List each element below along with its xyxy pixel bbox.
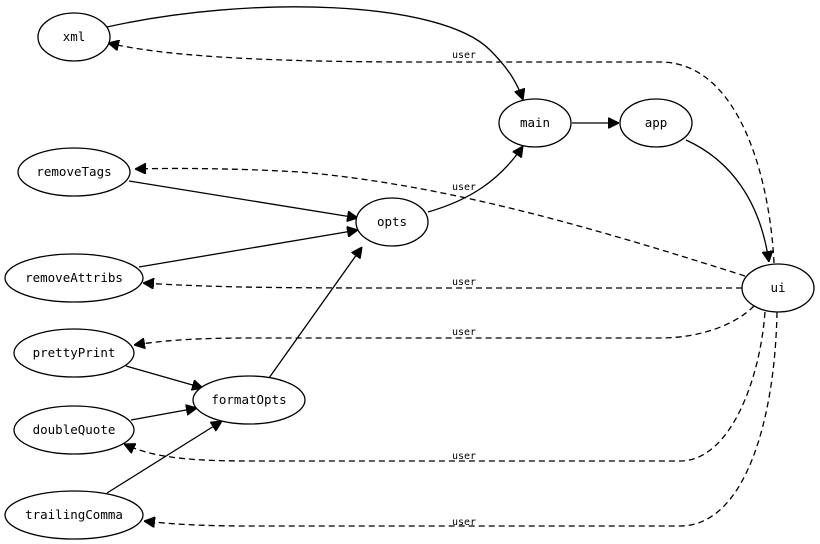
node-label-app: app (645, 115, 668, 130)
node-main: main (498, 98, 572, 148)
node-label-trailingcomma: trailingComma (25, 507, 123, 522)
edge-label-ui-xml: user (452, 50, 476, 61)
edge-app-to-ui (685, 139, 769, 262)
edge-doublequote-to-formatopts (130, 408, 197, 421)
edge-labels: user user user user user user (452, 50, 476, 528)
node-doublequote: doubleQuote (13, 405, 135, 455)
node-formatopts: formatOpts (192, 375, 306, 425)
node-label-xml: xml (63, 29, 86, 44)
node-label-main: main (520, 115, 550, 130)
edge-opts-to-main (427, 146, 523, 213)
node-removetags: removeTags (17, 147, 131, 197)
nodes: xml main app removeTags opts removeAttri… (4, 12, 815, 540)
edge-xml-to-main (106, 6, 523, 100)
node-label-opts: opts (377, 214, 407, 229)
node-app: app (619, 98, 693, 148)
node-opts: opts (355, 197, 429, 247)
edge-ui-to-removetags (135, 168, 746, 277)
node-ui: ui (741, 263, 815, 313)
edge-trailingcomma-to-formatopts (106, 421, 222, 494)
node-label-ui: ui (770, 280, 785, 295)
edge-label-opts-main: user (452, 182, 476, 193)
node-label-removetags: removeTags (36, 164, 111, 179)
edge-label-ui-doublequote: user (452, 451, 476, 462)
edge-ui-to-xml (108, 43, 775, 264)
node-label-prettyprint: prettyPrint (33, 345, 116, 360)
node-removeattribs: removeAttribs (4, 253, 144, 303)
edge-ui-to-trailingcomma (144, 311, 778, 526)
edge-removeattribs-to-opts (138, 230, 358, 268)
edge-ui-to-removeattribs (143, 283, 742, 288)
node-trailingcomma: trailingComma (4, 490, 144, 540)
edge-label-ui-removeattribs: user (452, 277, 476, 288)
edge-label-ui-prettyprint: user (452, 327, 476, 338)
node-label-removeattribs: removeAttribs (25, 270, 123, 285)
node-label-formatopts: formatOpts (211, 392, 286, 407)
node-label-doublequote: doubleQuote (33, 422, 116, 437)
edge-prettyprint-to-formatopts (125, 365, 203, 388)
node-prettyprint: prettyPrint (13, 328, 135, 378)
edges (106, 6, 778, 526)
node-xml: xml (37, 12, 111, 62)
edge-formatopts-to-opts (268, 247, 362, 379)
edge-ui-to-doublequote (124, 311, 766, 462)
edge-label-ui-trailingcomma: user (452, 517, 476, 528)
edge-ui-to-prettyprint (134, 305, 755, 345)
edge-removetags-to-opts (128, 180, 358, 218)
